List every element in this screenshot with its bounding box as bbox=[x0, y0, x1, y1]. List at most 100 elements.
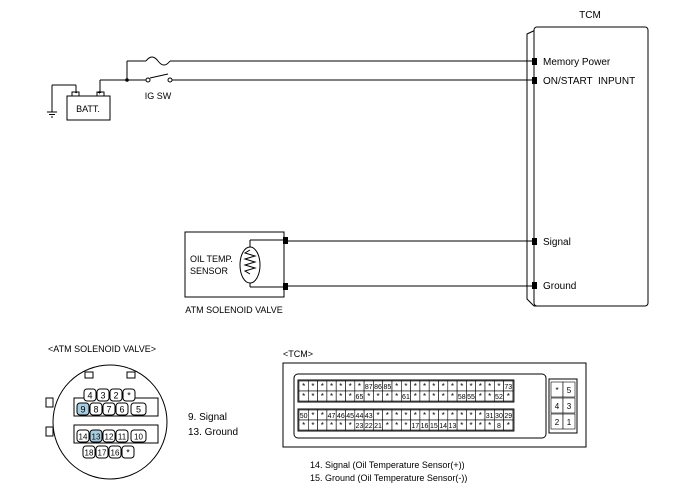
solenoid-pin-box bbox=[76, 402, 90, 416]
solenoid-pin-box bbox=[109, 388, 123, 402]
tcm-pin-label: * bbox=[395, 411, 398, 420]
tcm-pin-ground bbox=[532, 282, 537, 289]
tcm-pin-label: * bbox=[469, 411, 472, 420]
tcm-pin-label: * bbox=[386, 392, 389, 401]
battery-label: BATT. bbox=[76, 104, 100, 114]
solenoid-pin-label: 6 bbox=[119, 405, 124, 415]
tcm-pin-label: * bbox=[376, 392, 379, 401]
tcm-pin-label: * bbox=[339, 421, 342, 430]
solenoid-note-ground: 13. Ground bbox=[188, 427, 238, 438]
tcm-side-pin-cell bbox=[562, 413, 576, 430]
tcm-pin-label: * bbox=[321, 392, 324, 401]
tcm-pin-label: * bbox=[479, 382, 482, 391]
solenoid-pin-label: 5 bbox=[136, 405, 141, 415]
tcm-pin-label: * bbox=[442, 392, 445, 401]
solenoid-pin-label: 7 bbox=[106, 405, 111, 415]
tcm-pin-label: * bbox=[395, 421, 398, 430]
solenoid-pin-label: 14 bbox=[79, 433, 88, 442]
tcm-pin-label: * bbox=[451, 382, 454, 391]
tcm-pin-label: 21 bbox=[374, 423, 382, 430]
tcm-pin-on-start bbox=[532, 77, 537, 84]
tcm-pin-label: * bbox=[302, 382, 305, 391]
tcm-pin-label-ground: Ground bbox=[543, 281, 576, 292]
tcm-pin-label: * bbox=[349, 382, 352, 391]
tcm-pin-label: 50 bbox=[300, 413, 308, 420]
tcm-pin-label: * bbox=[404, 421, 407, 430]
solenoid-pin-label: 11 bbox=[118, 433, 127, 442]
solenoid-pin-box bbox=[121, 445, 135, 459]
tcm-pin-label: * bbox=[339, 382, 342, 391]
tcm-pin-memory-power bbox=[532, 58, 537, 65]
tcm-pin-label: 44 bbox=[356, 413, 364, 420]
tcm-pin-label: * bbox=[423, 392, 426, 401]
tcm-pin-label: * bbox=[358, 382, 361, 391]
solenoid-pin-box bbox=[89, 402, 103, 416]
solenoid-pin-box bbox=[96, 388, 110, 402]
tcm-pin-label: * bbox=[451, 392, 454, 401]
tcm-pin-label-memory-power: Memory Power bbox=[543, 57, 611, 68]
tcm-pin-label: * bbox=[395, 382, 398, 391]
tcm-pin-label: * bbox=[479, 421, 482, 430]
tcm-side-pin-label: 5 bbox=[567, 386, 572, 395]
ig-switch-label: IG SW bbox=[145, 91, 172, 101]
tcm-pin-label: * bbox=[376, 411, 379, 420]
sensor-caption: ATM SOLENOID VALVE bbox=[185, 305, 283, 315]
tcm-pin-label: 15 bbox=[430, 423, 438, 430]
tcm-pin-label: * bbox=[349, 421, 352, 430]
tcm-pin-label: 8 bbox=[497, 423, 501, 430]
tcm-pin-label: 61 bbox=[402, 394, 410, 401]
solenoid-pin-box bbox=[76, 429, 90, 443]
tcm-pin-label: * bbox=[460, 421, 463, 430]
tcm-pin-label: 23 bbox=[356, 423, 364, 430]
tcm-side-pin-label: * bbox=[555, 386, 558, 395]
svg-text:+: + bbox=[98, 90, 102, 97]
solenoid-pin-label: 18 bbox=[85, 449, 94, 458]
solenoid-pin-box bbox=[122, 388, 136, 402]
solenoid-pin-label: 13 bbox=[92, 433, 101, 442]
tcm-side-pin-label: 3 bbox=[567, 402, 572, 411]
tcm-note-signal: 14. Signal (Oil Temperature Sensor(+)) bbox=[310, 460, 465, 470]
solenoid-pin-label: 3 bbox=[100, 391, 105, 401]
solenoid-pin-box bbox=[82, 445, 96, 459]
tcm-pin-label: * bbox=[367, 392, 370, 401]
tcm-side-pin-label: 4 bbox=[555, 402, 560, 411]
tcm-pin-label: * bbox=[442, 382, 445, 391]
tcm-side-pin-cell bbox=[562, 381, 576, 398]
tcm-pin-label: 22 bbox=[365, 423, 373, 430]
switch-icon bbox=[149, 73, 169, 79]
solenoid-pin-box bbox=[95, 445, 109, 459]
solenoid-pin-label: 10 bbox=[134, 433, 143, 442]
solenoid-connector-title: <ATM SOLENOID VALVE> bbox=[48, 344, 156, 354]
tcm-pin-label: * bbox=[414, 382, 417, 391]
tcm-pin-cell bbox=[503, 419, 514, 431]
solenoid-pin-box bbox=[108, 445, 122, 459]
tcm-pin-label: * bbox=[469, 421, 472, 430]
tcm-pin-label: * bbox=[349, 392, 352, 401]
tcm-pin-label: * bbox=[469, 382, 472, 391]
tcm-pin-label: * bbox=[414, 411, 417, 420]
tcm-side-pin-label: 1 bbox=[567, 418, 572, 427]
thermistor-icon bbox=[243, 249, 257, 275]
tcm-pin-label: * bbox=[395, 392, 398, 401]
tcm-pin-label: * bbox=[311, 421, 314, 430]
tcm-pin-label: * bbox=[497, 382, 500, 391]
solenoid-pin-box bbox=[83, 388, 97, 402]
solenoid-pin-label: 17 bbox=[98, 449, 107, 458]
tcm-pin-label: * bbox=[339, 392, 342, 401]
solenoid-pin-box bbox=[102, 429, 116, 443]
tcm-pin-label: * bbox=[423, 411, 426, 420]
tcm-title: TCM bbox=[579, 10, 601, 21]
tcm-pin-label: * bbox=[488, 421, 491, 430]
tcm-pin-label: 52 bbox=[495, 394, 503, 401]
tcm-pin-label-signal: Signal bbox=[543, 237, 571, 248]
tcm-pin-label: * bbox=[330, 421, 333, 430]
tcm-side-pin-cell bbox=[562, 397, 576, 414]
tcm-connector-title: <TCM> bbox=[283, 349, 313, 359]
tcm-pin-label: * bbox=[330, 392, 333, 401]
tcm-pin-label: * bbox=[330, 382, 333, 391]
tcm-pin-label: * bbox=[507, 392, 510, 401]
solenoid-pin-label: * bbox=[126, 448, 130, 458]
tcm-pin-label: 29 bbox=[504, 413, 512, 420]
